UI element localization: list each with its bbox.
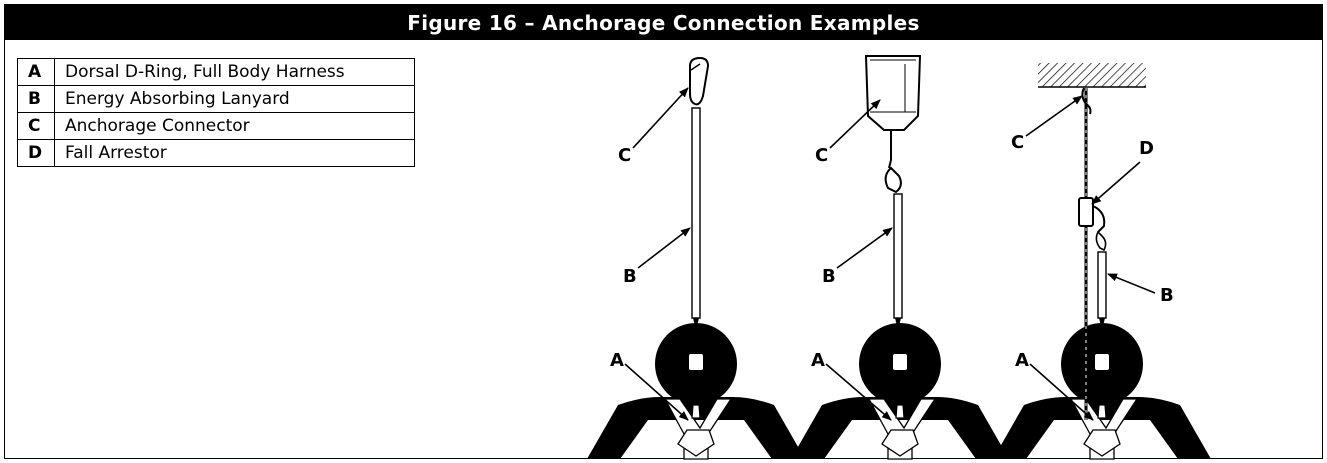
callout-b: B: [822, 266, 836, 287]
callout-b: B: [623, 266, 637, 287]
callout-c: C: [618, 145, 631, 166]
callout-b-arrow: [637, 227, 691, 269]
callout-c-arrow: [829, 99, 881, 149]
legend-text: Energy Absorbing Lanyard: [54, 85, 415, 113]
callout-a-arrow: [624, 363, 689, 421]
callout-c-arrow: [632, 87, 689, 149]
worker-torso: [587, 397, 805, 459]
callout-b-arrow: [1107, 273, 1156, 294]
legend-row: D Fall Arrestor: [17, 139, 415, 167]
callout-c-arrow: [1025, 95, 1083, 137]
legend-text: Fall Arrestor: [54, 139, 415, 167]
figure-title: Figure 16 – Anchorage Connection Example…: [5, 5, 1322, 40]
callout-a: A: [610, 350, 624, 371]
callout-d: D: [1139, 138, 1154, 159]
snap-hook: [884, 166, 902, 194]
callout-a-arrow: [825, 363, 892, 421]
legend-row: A Dorsal D-Ring, Full Body Harness: [17, 58, 415, 86]
callout-b: B: [1160, 285, 1174, 306]
legend-text: Dorsal D-Ring, Full Body Harness: [54, 58, 415, 86]
carabiner: [689, 56, 710, 106]
callout-c: C: [1011, 132, 1024, 153]
d-ring-plate: [689, 354, 703, 370]
figure-2-strap-anchorage: C B A: [791, 55, 1009, 460]
lanyard: [691, 107, 701, 319]
callout-a: A: [811, 350, 825, 371]
worker-torso: [993, 397, 1211, 459]
worker-torso: [791, 397, 1009, 459]
legend-row: B Energy Absorbing Lanyard: [17, 85, 415, 113]
legend-table: A Dorsal D-Ring, Full Body Harness B Ene…: [17, 58, 415, 167]
figure-1-carabiner-anchorage: C B A: [587, 56, 805, 460]
overhead-anchorage: [1038, 63, 1146, 87]
legend-key: C: [17, 112, 55, 140]
callout-c: C: [815, 145, 828, 166]
lanyard: [1097, 251, 1107, 319]
callout-b-arrow: [836, 227, 893, 269]
lanyard: [893, 193, 903, 319]
anchor-strap: [864, 55, 922, 131]
callout-a-arrow: [1029, 363, 1094, 421]
callout-d-arrow: [1091, 161, 1141, 205]
fall-arrestor: [1078, 197, 1094, 227]
figure-3-fall-arrestor: C D B A: [993, 63, 1211, 460]
callout-a: A: [1015, 350, 1029, 371]
